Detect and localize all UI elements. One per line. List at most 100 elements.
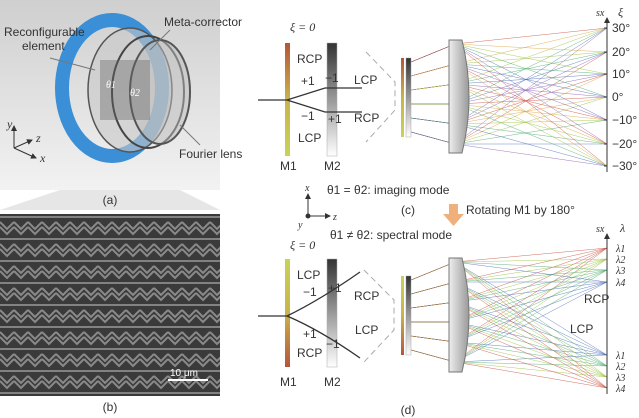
svg-text:+1: +1 bbox=[301, 74, 315, 88]
lambda-label: λ1 bbox=[615, 351, 625, 362]
svg-text:−1: −1 bbox=[325, 71, 339, 85]
svg-text:ξ = 0: ξ = 0 bbox=[290, 238, 315, 252]
lambda-label: λ3 bbox=[615, 266, 625, 277]
svg-text:RCP: RCP bbox=[354, 289, 379, 303]
tick-label: 20° bbox=[612, 45, 630, 59]
imaging-mode-label: θ1 = θ2: imaging mode bbox=[327, 183, 450, 197]
axes-icon-xyz: x z y bbox=[297, 183, 337, 231]
svg-text:M2: M2 bbox=[324, 375, 341, 389]
scale-bar-label: 10 μm bbox=[170, 368, 198, 379]
svg-text:−1: −1 bbox=[326, 337, 340, 351]
svg-text:LCP: LCP bbox=[297, 268, 320, 282]
ray bbox=[410, 83, 608, 167]
svg-text:y: y bbox=[297, 220, 303, 231]
svg-text:LCP: LCP bbox=[355, 323, 378, 337]
tick-label: −10° bbox=[612, 113, 637, 127]
svg-text:M1: M1 bbox=[280, 159, 297, 173]
caption-a: (a) bbox=[103, 193, 118, 207]
label-xi0: ξ = 0 bbox=[290, 20, 315, 34]
svg-text:−1: −1 bbox=[301, 109, 315, 123]
svg-text:x: x bbox=[39, 151, 46, 165]
label-element: element bbox=[22, 39, 65, 53]
ray bbox=[410, 131, 608, 167]
metasurface-m2 bbox=[326, 42, 338, 157]
svg-text:RCP: RCP bbox=[297, 346, 322, 360]
svg-text:y: y bbox=[6, 117, 13, 131]
ray bbox=[410, 96, 608, 125]
ray bbox=[410, 349, 608, 363]
svg-text:λ: λ bbox=[619, 221, 625, 235]
svg-text:+1: +1 bbox=[303, 327, 317, 341]
ray bbox=[411, 247, 608, 323]
lambda-label: λ3 bbox=[615, 373, 625, 384]
label-theta1: θ1 bbox=[106, 80, 116, 91]
metasurface-m1-d bbox=[285, 259, 290, 367]
metasurface-m2-d bbox=[326, 258, 338, 368]
label-meta-corrector: Meta-corrector bbox=[164, 15, 242, 29]
panel-c: ξ = 0 RCP +1 −1 LCP −1 +1 RCP LCP M1 M2 … bbox=[258, 5, 637, 217]
svg-text:+1: +1 bbox=[328, 281, 342, 295]
axes-icon: y x z bbox=[6, 117, 46, 165]
panel-d: θ1 ≠ θ2: spectral mode ξ = 0 LCP −1 +1 R… bbox=[258, 221, 625, 417]
ray bbox=[410, 43, 608, 75]
tick-label: 30° bbox=[612, 21, 630, 35]
label-fourier-lens: Fourier lens bbox=[179, 147, 242, 161]
beam-paths bbox=[258, 87, 362, 113]
ray bbox=[410, 335, 608, 367]
svg-text:LCP: LCP bbox=[298, 131, 321, 145]
lambda-label: λ1 bbox=[615, 244, 625, 255]
ray bbox=[410, 27, 608, 77]
ray bbox=[411, 73, 608, 105]
ray bbox=[410, 301, 608, 378]
transition: Rotating M1 by 180° x z y bbox=[297, 183, 575, 231]
svg-text:LCP: LCP bbox=[570, 322, 593, 336]
svg-text:z: z bbox=[35, 131, 41, 145]
ray bbox=[410, 269, 608, 309]
ray bbox=[410, 83, 608, 145]
ray bbox=[410, 119, 608, 145]
tick-label: −30° bbox=[612, 159, 637, 173]
ray bbox=[410, 43, 608, 121]
panel-a-render: Reconfigurable element Meta-corrector Fo… bbox=[0, 0, 242, 210]
label-theta2: θ2 bbox=[130, 88, 140, 99]
fourier-lens-c bbox=[448, 39, 470, 154]
caption-c: (c) bbox=[401, 203, 415, 217]
tick-label: 10° bbox=[612, 67, 630, 81]
ray bbox=[410, 281, 608, 356]
ray bbox=[410, 43, 608, 98]
svg-text:RCP: RCP bbox=[584, 292, 609, 306]
svg-text:sx: sx bbox=[596, 224, 605, 235]
label-reconfigurable: Reconfigurable bbox=[4, 25, 85, 39]
svg-text:M1: M1 bbox=[280, 375, 297, 389]
down-arrow-icon bbox=[443, 204, 464, 226]
lambda-label: λ2 bbox=[615, 255, 625, 266]
svg-text:−1: −1 bbox=[303, 285, 317, 299]
ray bbox=[410, 258, 608, 295]
svg-text:LCP: LCP bbox=[354, 73, 377, 87]
ray bbox=[410, 335, 608, 389]
svg-text:sx: sx bbox=[596, 8, 605, 19]
ray bbox=[410, 349, 608, 389]
fourier-lens-d bbox=[448, 257, 470, 373]
tick-label: 0° bbox=[612, 90, 624, 104]
ray bbox=[411, 103, 608, 145]
caption-b: (b) bbox=[103, 400, 118, 414]
panel-b-sem-image: 10 μm (b) bbox=[0, 214, 220, 414]
lambda-label: λ2 bbox=[615, 362, 625, 373]
svg-text:+1: +1 bbox=[328, 112, 342, 126]
svg-text:ξ: ξ bbox=[618, 5, 624, 19]
rotation-label: Rotating M1 by 180° bbox=[466, 203, 575, 217]
tick-label: −20° bbox=[612, 137, 637, 151]
lambda-label: λ4 bbox=[615, 384, 625, 395]
caption-d: (d) bbox=[401, 403, 416, 417]
svg-text:z: z bbox=[332, 212, 337, 223]
lambda-label: λ4 bbox=[615, 278, 625, 289]
svg-text:M2: M2 bbox=[324, 159, 341, 173]
svg-text:RCP: RCP bbox=[354, 111, 379, 125]
ray bbox=[410, 117, 608, 167]
ray bbox=[410, 43, 608, 145]
ray bbox=[410, 27, 608, 91]
svg-text:RCP: RCP bbox=[297, 52, 322, 66]
ray bbox=[410, 73, 608, 125]
